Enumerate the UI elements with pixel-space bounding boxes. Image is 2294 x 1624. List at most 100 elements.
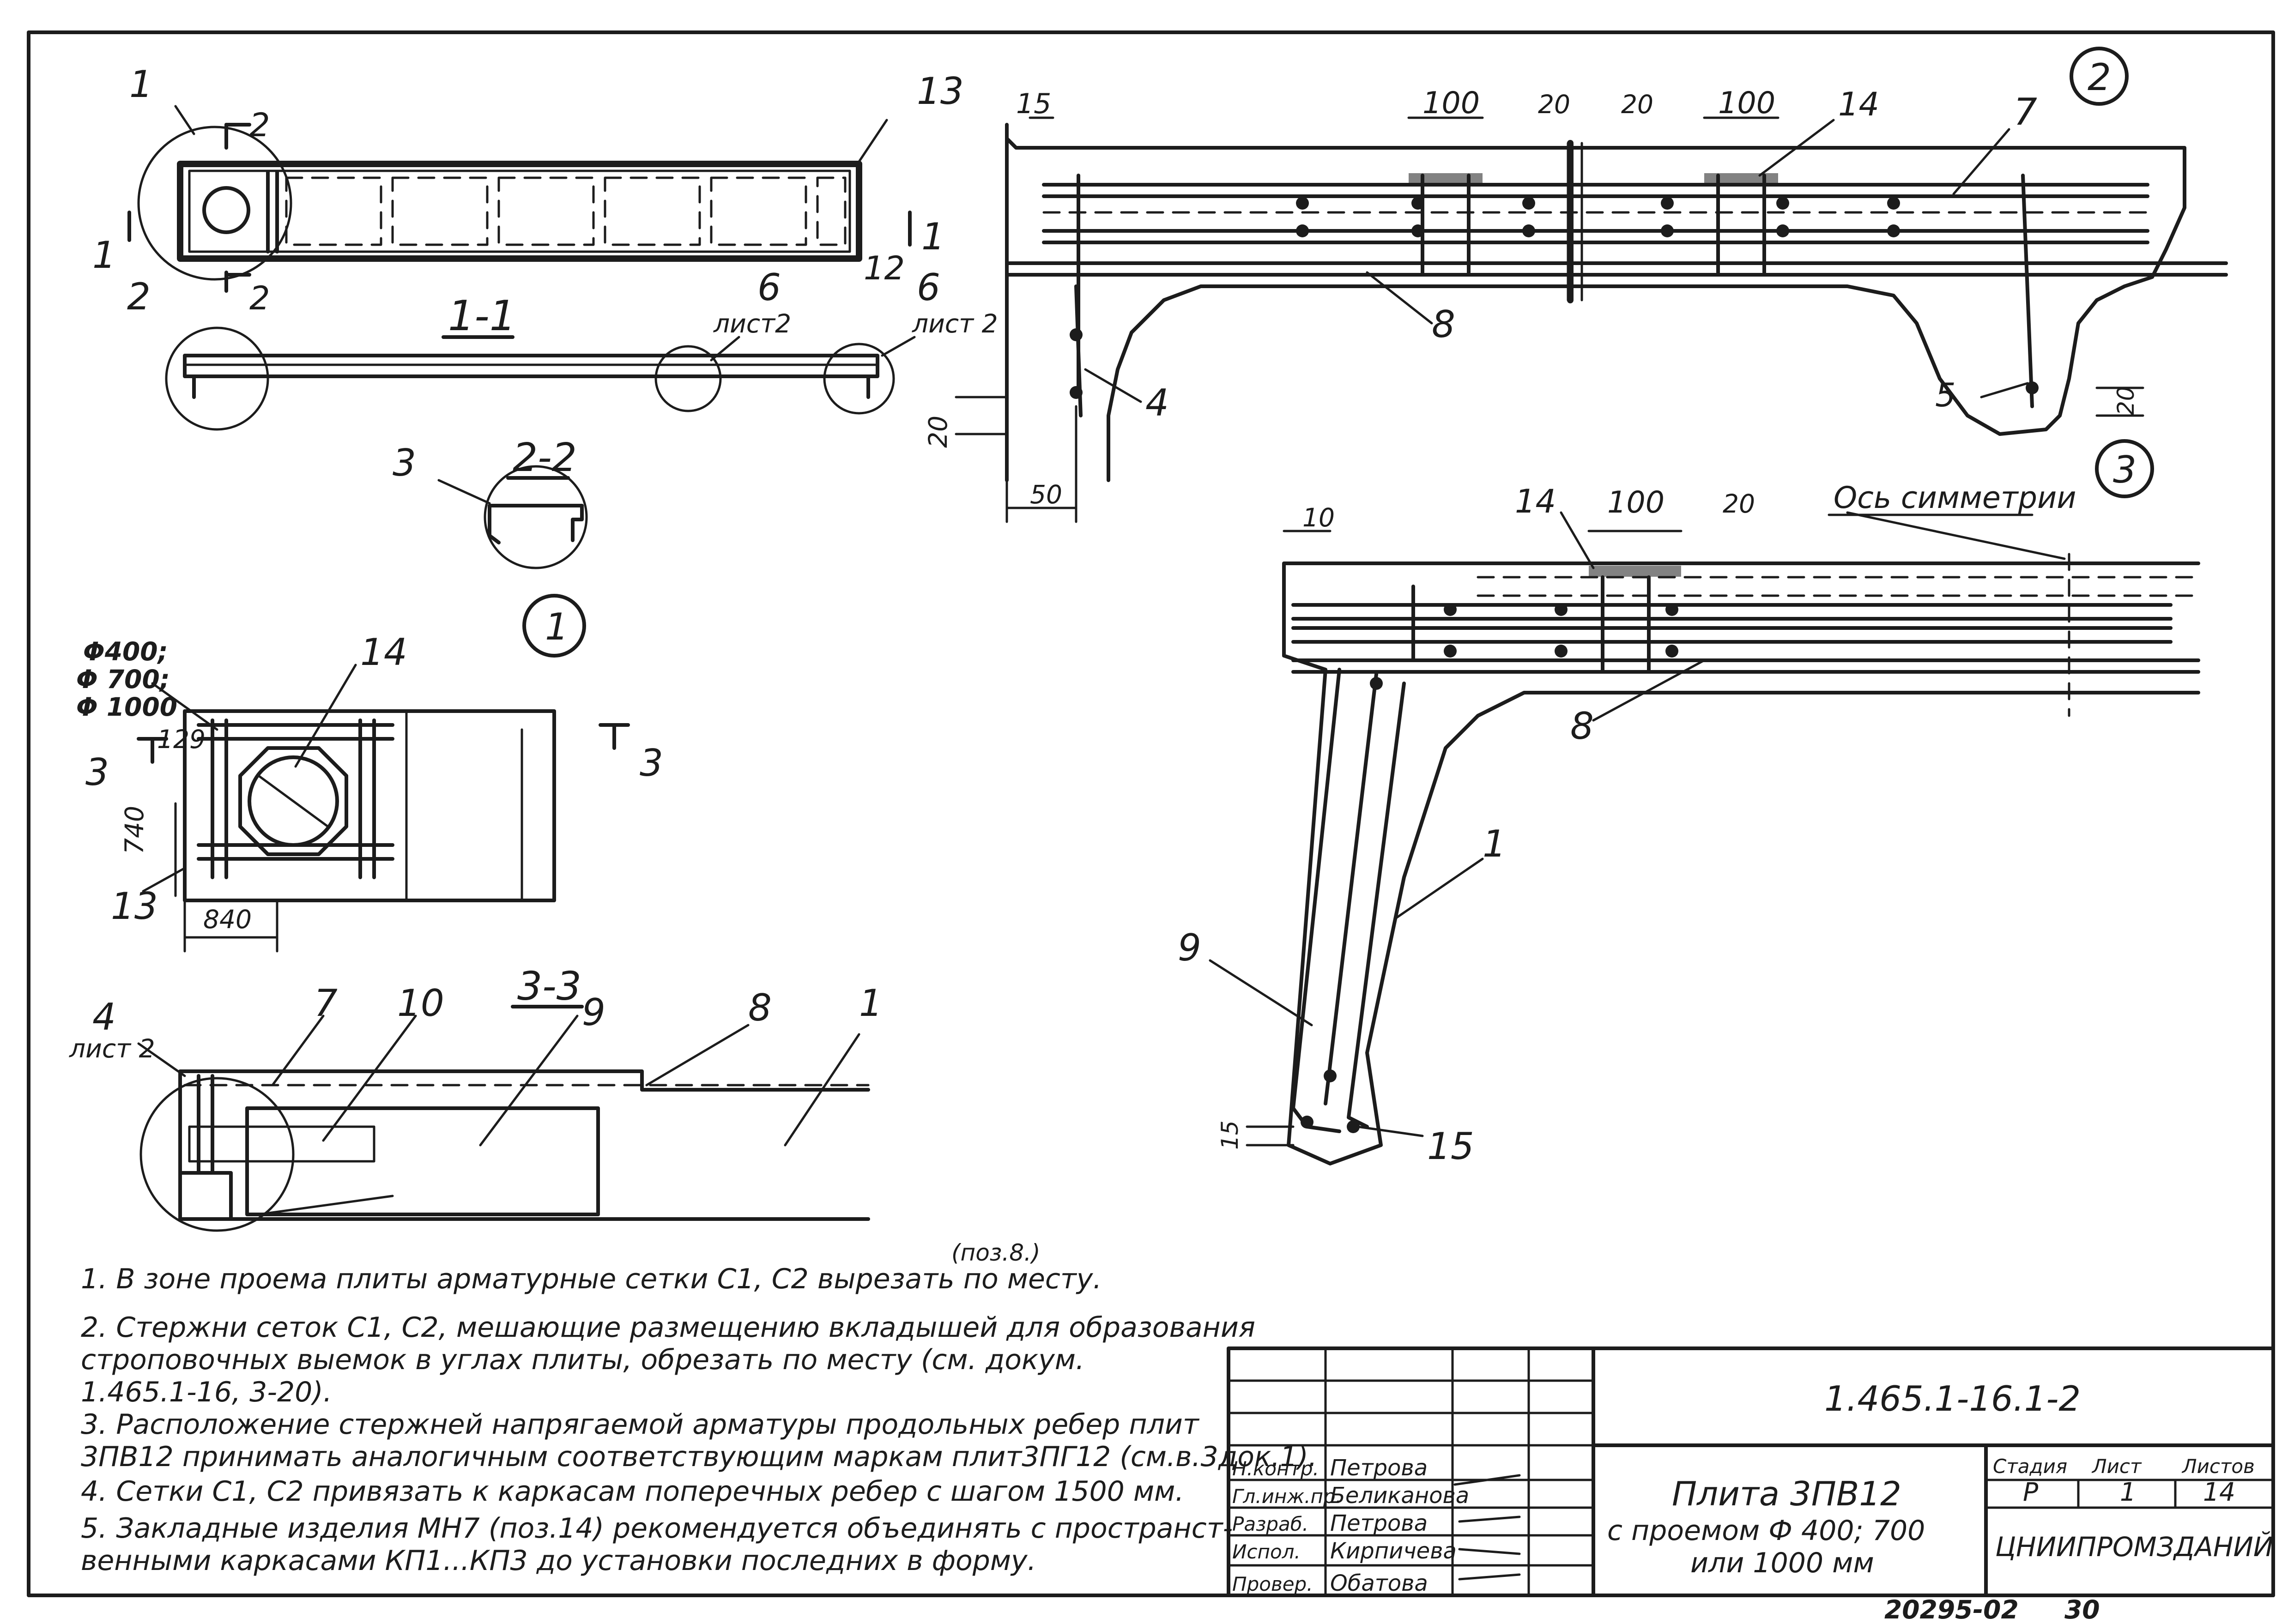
note-line: 3. Расположение стержней напрягаемой арм… xyxy=(81,1408,1200,1441)
diameter-label: Φ400; xyxy=(83,637,168,666)
section-1-1 xyxy=(165,326,916,431)
stage-value: Р xyxy=(2023,1477,2039,1507)
cut-mark-label: 2 xyxy=(249,106,270,144)
position-label: 8 xyxy=(1570,705,1594,748)
organization: ЦНИИПРОМЗДАНИЙ xyxy=(1995,1531,2273,1563)
section-2-2 xyxy=(437,465,588,569)
signature-name: Петрова xyxy=(1330,1510,1428,1536)
position-label: 9 xyxy=(1178,926,1201,969)
callout-circle xyxy=(2070,47,2129,106)
callout-number: 2 xyxy=(2088,56,2111,99)
sheet-ref: лист 2 xyxy=(912,309,998,338)
position-label: 6 xyxy=(757,266,781,309)
callout-label: 1 xyxy=(129,63,153,106)
position-label: 13 xyxy=(917,70,964,113)
plan-view xyxy=(127,105,912,293)
position-label: 15 xyxy=(1427,1125,1474,1168)
dimension-label: 20 xyxy=(2112,386,2139,416)
archive-number: 20295-02 xyxy=(1884,1595,2019,1624)
sheet-ref: лист 2 xyxy=(69,1034,155,1063)
note-line: строповочных выемок в углах плиты, обрез… xyxy=(81,1344,1084,1376)
cut-mark-label: 1 xyxy=(92,234,116,277)
position-label: 14 xyxy=(1838,85,1879,123)
signature-name: Петрова xyxy=(1330,1455,1428,1481)
diameter-label: Φ 700; xyxy=(76,664,170,694)
callout-label: 2 xyxy=(127,275,151,318)
position-label: 7 xyxy=(314,982,338,1025)
sheet-header: Лист xyxy=(2091,1455,2142,1478)
dimension-label: 100 xyxy=(1718,86,1775,121)
callout-number: 3 xyxy=(2113,448,2137,491)
diameter-label: Φ 1000 xyxy=(76,692,177,722)
note-line: 4. Сетки С1, С2 привязать к каркасам поп… xyxy=(81,1475,1184,1508)
position-label: 9 xyxy=(582,991,605,1034)
sheets-value: 14 xyxy=(2203,1477,2235,1507)
position-label: 4 xyxy=(1145,381,1169,424)
dimension-label: 740 xyxy=(120,806,149,854)
section-3-3 xyxy=(137,1014,870,1232)
position-label: 3 xyxy=(393,441,416,484)
title-block xyxy=(1227,1346,2275,1597)
signature-name: Обатова xyxy=(1330,1570,1428,1596)
position-label: 14 xyxy=(360,631,407,674)
signature-role: Разраб. xyxy=(1232,1513,1308,1535)
node-2-detail xyxy=(955,116,2228,523)
callout-circle xyxy=(522,594,586,658)
signature-role: Провер. xyxy=(1232,1573,1313,1595)
signature-name: Кирпичева xyxy=(1330,1538,1457,1564)
note-line: 3ПВ12 принимать аналогичным соответствую… xyxy=(81,1441,1317,1473)
position-label: 4 xyxy=(92,996,116,1038)
position-label: 6 xyxy=(917,266,940,309)
axis-of-symmetry: Ось симметрии xyxy=(1834,481,2076,515)
product-line: или 1000 мм xyxy=(1690,1547,1874,1579)
note-line: 5. Закладные изделия МН7 (поз.14) рекоме… xyxy=(81,1512,1233,1545)
position-label: 1 xyxy=(1483,822,1506,865)
opening-detail-plan xyxy=(137,664,630,953)
position-ref: (поз.8.) xyxy=(951,1239,1040,1266)
dimension-label: 50 xyxy=(1030,480,1062,509)
sheets-header: Листов xyxy=(2181,1455,2255,1478)
dimension-label: 15 xyxy=(1016,88,1051,120)
dimension-label: 10 xyxy=(1302,503,1335,532)
position-label: 12 xyxy=(864,249,905,287)
note-line: 2. Стержни сеток С1, С2, мешающие размещ… xyxy=(81,1311,1255,1344)
position-label: 13 xyxy=(111,885,158,928)
dimension-label: 20 xyxy=(1538,90,1570,119)
note-line: 1.465.1-16, 3-20). xyxy=(81,1376,332,1408)
note-line: венными каркасами КП1...КП3 до установки… xyxy=(81,1545,1036,1577)
page-number: 30 xyxy=(2064,1595,2100,1624)
position-label: 7 xyxy=(2014,91,2037,133)
cut-mark-label: 3 xyxy=(640,742,663,785)
cut-mark-label: 1 xyxy=(921,215,945,258)
signature-role: Н.контр. xyxy=(1232,1457,1319,1480)
product-line: с проемом Ф 400; 700 xyxy=(1607,1515,1925,1547)
product-name: Плита 3ПВ12 xyxy=(1672,1474,1901,1513)
dimension-label: 129 xyxy=(157,724,206,754)
node-3-detail xyxy=(1209,439,2200,1165)
sheet-frame xyxy=(27,30,2275,1597)
signature-role: Испол. xyxy=(1232,1540,1301,1563)
section-title: 2-2 xyxy=(513,435,577,481)
dimension-label: 20 xyxy=(923,416,953,448)
signature-role: Гл.инж.пр. xyxy=(1232,1485,1342,1508)
dimension-label: 15 xyxy=(1217,1120,1243,1150)
dimension-label: 20 xyxy=(1621,90,1653,119)
sheet-ref: лист2 xyxy=(713,309,791,338)
dimension-label: 20 xyxy=(1723,489,1755,519)
section-title: 3-3 xyxy=(517,964,581,1009)
signature-name: Беликанова xyxy=(1330,1483,1469,1509)
dimension-label: 100 xyxy=(1422,86,1480,121)
note-line: 1. В зоне проема плиты арматурные сетки … xyxy=(81,1263,1102,1295)
position-label: 5 xyxy=(1935,376,1956,414)
callout-circle xyxy=(2095,439,2154,498)
cut-mark-label: 3 xyxy=(85,751,109,794)
stage-header: Стадия xyxy=(1993,1455,2067,1478)
position-label: 8 xyxy=(1432,303,1455,346)
position-label: 1 xyxy=(859,982,883,1025)
general-notes: 1. В зоне проема плиты арматурные сетки … xyxy=(81,1263,1317,1577)
position-label: 14 xyxy=(1515,483,1556,520)
section-title: 1-1 xyxy=(448,292,516,340)
position-label: 10 xyxy=(397,982,444,1025)
cut-mark-label: 2 xyxy=(249,279,270,317)
